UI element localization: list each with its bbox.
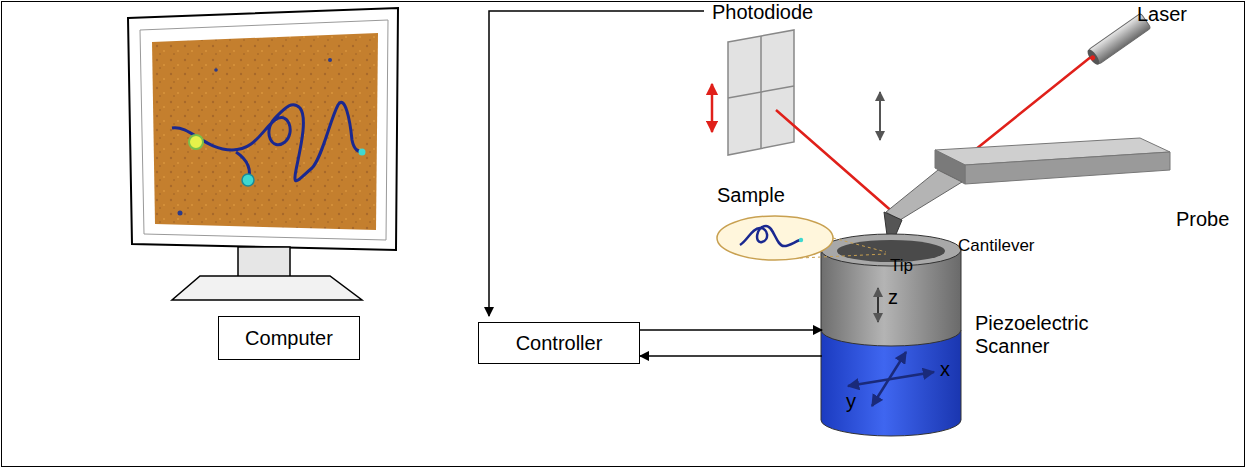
computer-box: Computer: [218, 316, 360, 360]
cantilever-label: Cantilever: [958, 236, 1035, 256]
probe-label: Probe: [1176, 208, 1229, 231]
tip-label: Tip: [890, 256, 913, 276]
signal-arrow: [640, 329, 822, 331]
box-label: Computer: [245, 327, 333, 350]
axis-label: x: [940, 358, 950, 381]
scanner-label: Piezoelectric Scanner: [975, 312, 1105, 358]
photodiode-label: Photodiode: [712, 1, 813, 24]
sample-label: Sample: [717, 184, 785, 207]
axis-label: z: [888, 286, 898, 309]
box-label: Controller: [516, 332, 603, 355]
axis-label: y: [846, 390, 856, 413]
laser-label: Laser: [1137, 3, 1187, 26]
signal-arrow: [640, 355, 822, 357]
controller-box: Controller: [478, 322, 640, 364]
